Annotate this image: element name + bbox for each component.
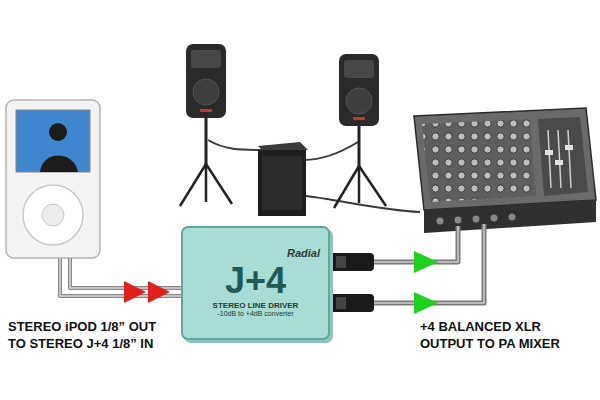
ipod-player (42, 204, 64, 226)
xlr-connector (330, 253, 374, 312)
signal-arrow (148, 281, 170, 303)
xlr-cable (372, 224, 484, 303)
signal-arrow (414, 251, 438, 273)
pa-mixer (455, 217, 462, 224)
pa-mixer (414, 108, 596, 233)
pa-speaker (358, 166, 361, 203)
speaker-cable (306, 196, 420, 212)
pa-speaker (206, 164, 232, 204)
line-driver-box: RadialJ+4STEREO LINE DRIVER-10dB to +4dB… (181, 226, 330, 340)
pa-mixer (509, 214, 516, 221)
pa-speaker (339, 54, 379, 126)
pa-speaker (200, 109, 212, 112)
pa-speaker (186, 44, 226, 118)
pa-mixer (422, 119, 536, 202)
pa-speaker (353, 117, 365, 120)
brand-logo: Radial (191, 247, 320, 260)
pa-mixer (538, 117, 588, 196)
pa-mixer (424, 200, 596, 233)
pa-speaker (205, 116, 208, 168)
ipod-player (40, 156, 78, 173)
subwoofer (258, 142, 308, 216)
ipod-player (6, 100, 100, 258)
pa-mixer (568, 130, 571, 188)
pa-speaker (334, 166, 359, 208)
pa-speaker (358, 123, 361, 170)
caption-label: +4 BALANCED XLR OUTPUT TO PA MIXER (420, 318, 585, 352)
product-subtitle: -10dB to +4dB converter (191, 310, 320, 318)
speaker-cable (208, 140, 420, 212)
pa-mixer (473, 216, 480, 223)
pa-speaker (191, 50, 221, 68)
pa-mixer (548, 130, 551, 188)
subwoofer (258, 150, 306, 216)
signal-arrow (124, 281, 170, 303)
speaker-cable (304, 142, 358, 160)
xlr-connector (336, 256, 346, 268)
pa-speaker (180, 44, 232, 206)
model-name: J+4 (191, 260, 320, 301)
pa-mixer (565, 145, 573, 150)
subwoofer (262, 156, 302, 210)
pa-mixer (414, 108, 596, 210)
pa-speaker (193, 79, 219, 105)
pa-speaker (344, 60, 374, 78)
pa-speaker (205, 164, 208, 202)
pa-mixer (491, 215, 498, 222)
pa-speaker (346, 88, 372, 114)
xlr-cable (372, 224, 484, 303)
ipod-player (23, 185, 83, 245)
xlr-connector (330, 253, 374, 271)
pa-speaker (180, 164, 206, 206)
pa-mixer (555, 160, 563, 165)
signal-arrow (414, 292, 438, 314)
pa-mixer (558, 130, 561, 188)
ipod-player (49, 123, 67, 141)
xlr-connector (330, 294, 374, 312)
pa-mixer (437, 218, 444, 225)
product-type: STEREO LINE DRIVER (191, 301, 320, 310)
signal-arrow (414, 251, 438, 314)
pa-speaker (334, 54, 386, 208)
xlr-connector (336, 297, 346, 309)
signal-arrow (124, 281, 146, 303)
pa-mixer (545, 150, 553, 155)
xlr-cable (372, 224, 484, 303)
speaker-cable (208, 140, 262, 150)
ipod-player (6, 100, 100, 258)
caption-label: STEREO iPOD 1/8” OUT TO STEREO J+4 1/8” … (8, 318, 176, 352)
pa-speaker (359, 166, 386, 206)
ipod-player (16, 110, 90, 172)
